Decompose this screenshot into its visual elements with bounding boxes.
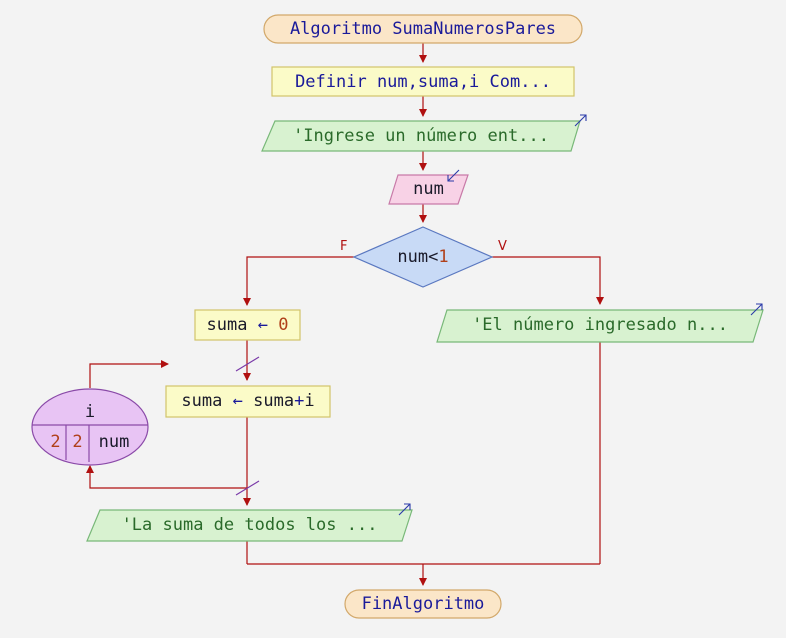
condition-label: num<1: [354, 247, 492, 267]
assign-value: 0: [278, 315, 289, 335]
input-arrow-icon: [447, 169, 460, 182]
expr-b: i: [304, 391, 315, 411]
loop-var-label: i: [84, 402, 96, 422]
start-label: Algoritmo SumaNumerosPares: [289, 19, 557, 39]
end-label: FinAlgoritmo: [361, 594, 485, 614]
true-flag: V: [498, 239, 507, 254]
io-icons: [398, 114, 763, 516]
read-input-box: [388, 174, 469, 205]
loop-ticks: [235, 356, 260, 496]
prompt-output-box: [261, 120, 581, 152]
false-flag: F: [340, 239, 348, 254]
assign-var: suma: [206, 315, 248, 335]
condition-value: 1: [438, 247, 449, 267]
result-output-box: [86, 509, 413, 542]
expr-op: +: [294, 391, 305, 411]
true-output-box: [436, 309, 764, 343]
output-arrow-icon: [750, 303, 763, 316]
assign-suma-plus-i-box: [165, 385, 331, 418]
assign-suma-plus-i-label: suma ← suma+i: [166, 391, 330, 411]
result-output-label: 'La suma de todos los ...: [121, 515, 378, 535]
output-arrow-icon: [574, 114, 587, 127]
read-var-label: num: [413, 179, 444, 199]
loop-start-label: 2: [50, 432, 61, 452]
loop-step-label: 2: [72, 432, 83, 452]
connectors: [86, 43, 604, 586]
condition-var: num: [397, 247, 429, 267]
loop-end-label: num: [98, 432, 130, 452]
decision-diamond: [352, 226, 494, 288]
condition-op: <: [428, 247, 439, 267]
define-label: Definir num,suma,i Com...: [295, 72, 551, 92]
output-arrow-icon: [398, 503, 411, 516]
end-terminal: [344, 589, 502, 619]
expr-a: suma: [253, 391, 295, 411]
for-loop-node: [31, 388, 149, 466]
prompt-output-label: 'Ingrese un número ent...: [293, 126, 549, 146]
assign-arrow: ←: [232, 391, 243, 411]
define-process-box: [271, 66, 575, 97]
assign-var: suma: [181, 391, 223, 411]
assign-suma-zero-box: [194, 309, 301, 341]
true-output-label: 'El número ingresado n...: [472, 315, 728, 335]
start-terminal: [263, 14, 583, 44]
assign-arrow: ←: [257, 315, 268, 335]
assign-suma-zero-label: suma ← 0: [195, 315, 300, 335]
